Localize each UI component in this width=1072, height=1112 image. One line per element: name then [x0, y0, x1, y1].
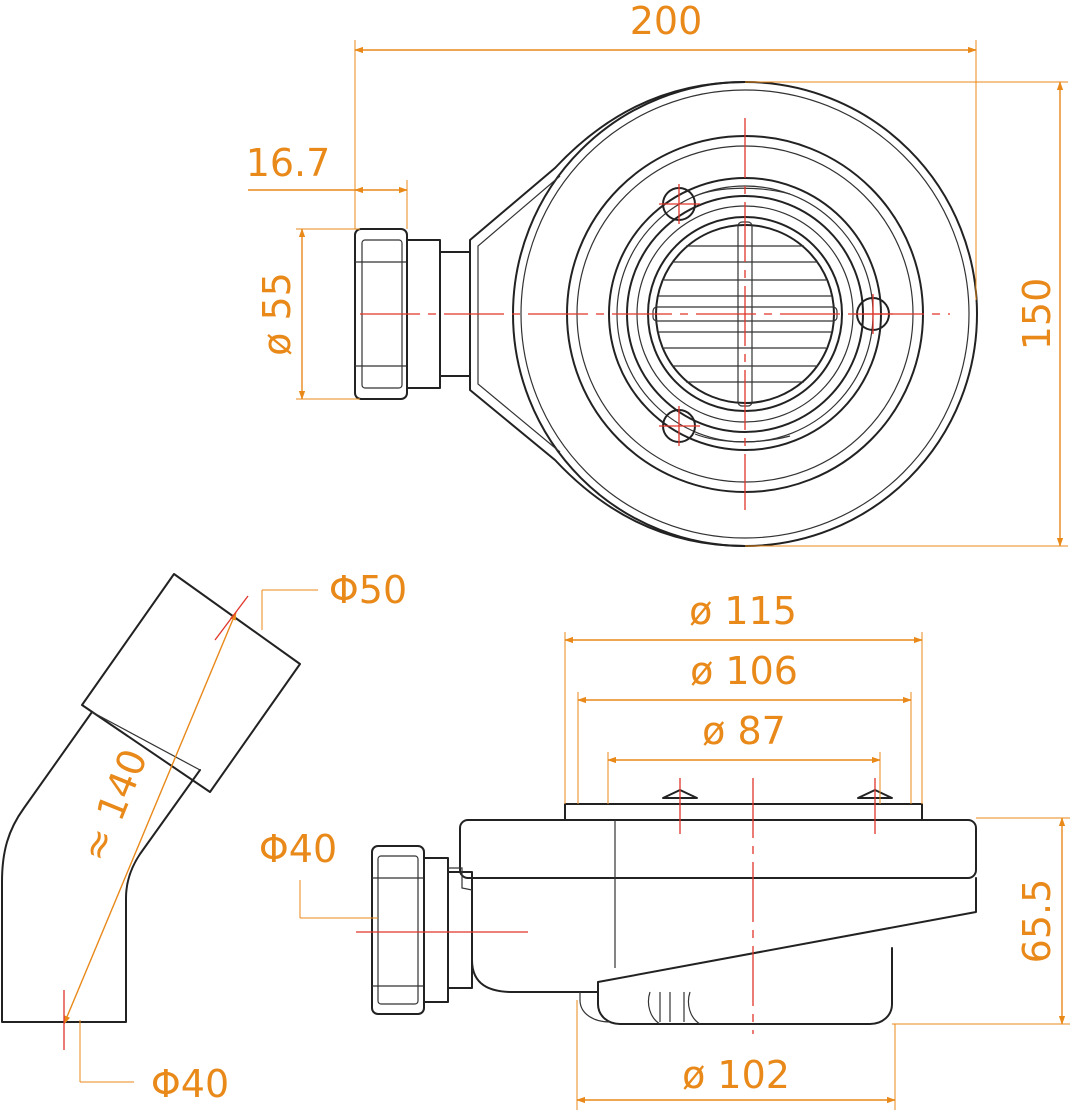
pipe-top-diameter-label: Φ50	[329, 568, 407, 612]
pipe-view: ≈ 140 Φ50 Φ40	[1, 568, 407, 1106]
pipe-length-dimension-line	[63, 611, 237, 1025]
pipe-dimensions: ≈ 140 Φ50 Φ40	[63, 568, 407, 1106]
outlet-nut-side	[371, 845, 473, 1015]
drain-body-side	[459, 789, 977, 1025]
side-outlet-diameter-label: Φ40	[259, 827, 337, 871]
grate-diameter-label: ø 87	[702, 709, 786, 753]
flange-diameter-label: ø 115	[689, 589, 797, 633]
top-centerlines	[360, 118, 950, 510]
side-view: ø 115 ø 106 ø 87 65.5 ø 102 Φ40	[259, 589, 1070, 1110]
outlet-length-label: 16.7	[246, 141, 331, 185]
outlet-diameter-label: ø 55	[255, 272, 299, 356]
side-dimensions: ø 115 ø 106 ø 87 65.5 ø 102 Φ40	[259, 589, 1070, 1110]
pipe-bottom-diameter-label: Φ40	[151, 1062, 229, 1106]
inner-diameter-label: ø 106	[690, 649, 798, 693]
side-centerlines	[356, 778, 876, 1034]
pipe-elbow	[1, 573, 301, 1023]
top-view: 200 150 16.7 ø 55	[246, 0, 1068, 547]
screw-lugs	[662, 187, 890, 443]
base-diameter-label: ø 102	[682, 1053, 790, 1097]
height-label: 150	[1015, 278, 1059, 351]
top-dimensions: 200 150 16.7 ø 55	[246, 0, 1068, 547]
width-label: 200	[630, 0, 703, 43]
side-height-label: 65.5	[1015, 879, 1059, 964]
